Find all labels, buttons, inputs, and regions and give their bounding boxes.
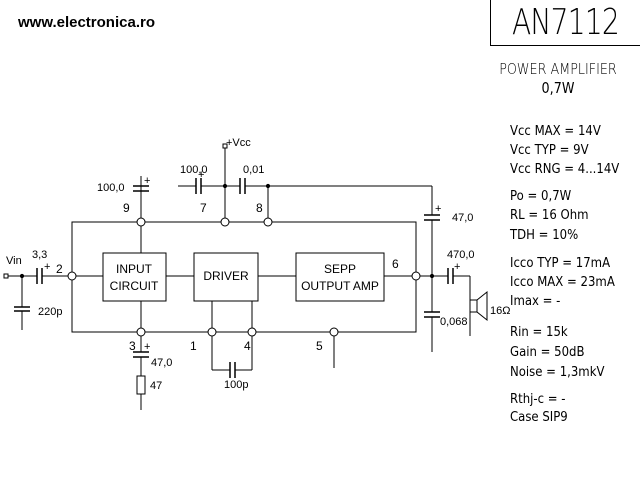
input-cap-label: 3,3 — [32, 249, 47, 261]
pin-8-label: 8 — [256, 201, 263, 215]
pin-5-label: 5 — [316, 339, 323, 353]
pin-9-label: 9 — [123, 201, 130, 215]
pin3-resistor — [136, 375, 146, 395]
spec-vcc-rng: Vcc RNG = 4...14V — [510, 162, 620, 177]
chip-name-box: AN7112 — [490, 0, 640, 46]
pin-2-terminal — [67, 271, 77, 281]
driver-label: DRIVER — [203, 269, 249, 283]
pin-1-label: 1 — [190, 339, 197, 353]
top-right-cap-label: 47,0 — [452, 212, 473, 224]
chip-name: AN7112 — [511, 2, 620, 43]
vin-label: Vin — [6, 255, 22, 267]
vin-terminal — [3, 273, 9, 279]
pin-7-label: 7 — [200, 201, 207, 215]
spec-rthj: Rthj-c = - — [510, 392, 566, 407]
pin-1-terminal — [207, 327, 217, 337]
input-circuit-block — [102, 252, 167, 302]
svg-text:+: + — [454, 261, 460, 273]
spec-vcc-max: Vcc MAX = 14V — [510, 124, 601, 139]
spec-imax: Imax = - — [510, 294, 561, 309]
svg-text:+: + — [435, 203, 441, 215]
input-circuit-label-2: CIRCUIT — [110, 279, 159, 293]
pin-9-terminal — [136, 217, 146, 227]
svg-text:+: + — [198, 169, 204, 181]
sepp-label-2: OUTPUT AMP — [301, 279, 379, 293]
spec-tdh: TDH = 10% — [510, 228, 579, 243]
output-cap-label: 470,0 — [447, 249, 475, 261]
svg-text:+: + — [144, 175, 150, 187]
vcc-label: +Vcc — [226, 137, 251, 149]
svg-text:+: + — [44, 261, 50, 273]
pin-3-label: 3 — [129, 339, 136, 353]
pin3-cap-label: 47,0 — [151, 357, 172, 369]
pin-4-label: 4 — [244, 339, 251, 353]
spec-gain: Gain = 50dB — [510, 345, 585, 360]
pin-7-terminal — [220, 217, 230, 227]
svg-text:+: + — [144, 341, 150, 353]
pin3-resistor-label: 47 — [150, 380, 162, 392]
spec-rin: Rin = 15k — [510, 325, 568, 340]
spec-noise: Noise = 1,3mkV — [510, 365, 605, 380]
pin-6-terminal — [411, 271, 421, 281]
zobel-cap-label: 0,068 — [440, 316, 468, 328]
spec-rl: RL = 16 Ohm — [510, 208, 589, 223]
spec-po: Po = 0,7W — [510, 189, 572, 204]
pin-4-terminal — [247, 327, 257, 337]
website-url[interactable]: www.electronica.ro — [18, 14, 155, 31]
input-circuit-label-1: INPUT — [116, 262, 153, 276]
driver-cap-label: 100p — [224, 379, 248, 391]
spec-case: Case SIP9 — [510, 410, 568, 425]
input-shunt-cap-label: 220p — [38, 306, 62, 318]
pin8-cap-label: 0,01 — [243, 164, 264, 176]
chip-power: 0,7W — [541, 79, 575, 97]
pin7-cap-label: 100,0 — [180, 164, 208, 176]
pin-6-label: 6 — [392, 257, 399, 271]
pin-5-terminal — [329, 327, 339, 337]
pin9-cap-label: 100,0 — [97, 182, 125, 194]
driver-block — [193, 252, 259, 302]
spec-icco-max: Icco MAX = 23mA — [510, 275, 615, 290]
spec-icco-typ: Icco TYP = 17mA — [510, 256, 611, 271]
sepp-label-1: SEPP — [324, 262, 356, 276]
pin-3-terminal — [136, 327, 146, 337]
speaker-icon — [469, 299, 478, 313]
speaker-label: 16Ω — [490, 305, 510, 317]
chip-function: POWER AMPLIFIER — [499, 60, 617, 78]
pin-8-terminal — [263, 217, 273, 227]
sepp-output-amp-block — [295, 252, 385, 302]
spec-vcc-typ: Vcc TYP = 9V — [510, 143, 589, 158]
pin-2-label: 2 — [56, 262, 63, 276]
